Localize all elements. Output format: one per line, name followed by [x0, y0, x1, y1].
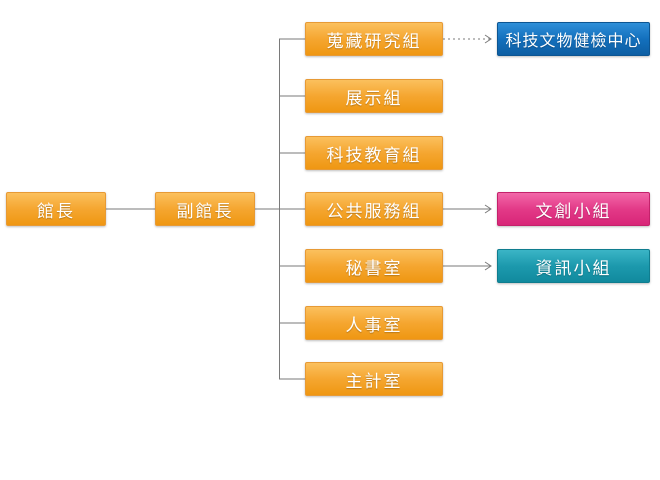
subunit-cultural-creative-team: 文創小組	[497, 192, 650, 226]
arrowhead-2	[484, 261, 492, 271]
department-accounting: 主計室	[305, 362, 443, 396]
department-science-education: 科技教育組	[305, 136, 443, 170]
department-exhibition: 展示組	[305, 79, 443, 113]
subunit-information-team: 資訊小組	[497, 249, 650, 283]
director-node: 館長	[6, 192, 106, 226]
department-personnel: 人事室	[305, 306, 443, 340]
department-public-service: 公共服務組	[305, 192, 443, 226]
department-secretariat: 秘書室	[305, 249, 443, 283]
subunit-artifact-health-center: 科技文物健檢中心	[497, 22, 650, 56]
arrowhead-0	[484, 34, 492, 44]
department-collection-research: 蒐藏研究組	[305, 22, 443, 56]
deputy-director-node: 副館長	[155, 192, 255, 226]
arrowhead-1	[484, 204, 492, 214]
